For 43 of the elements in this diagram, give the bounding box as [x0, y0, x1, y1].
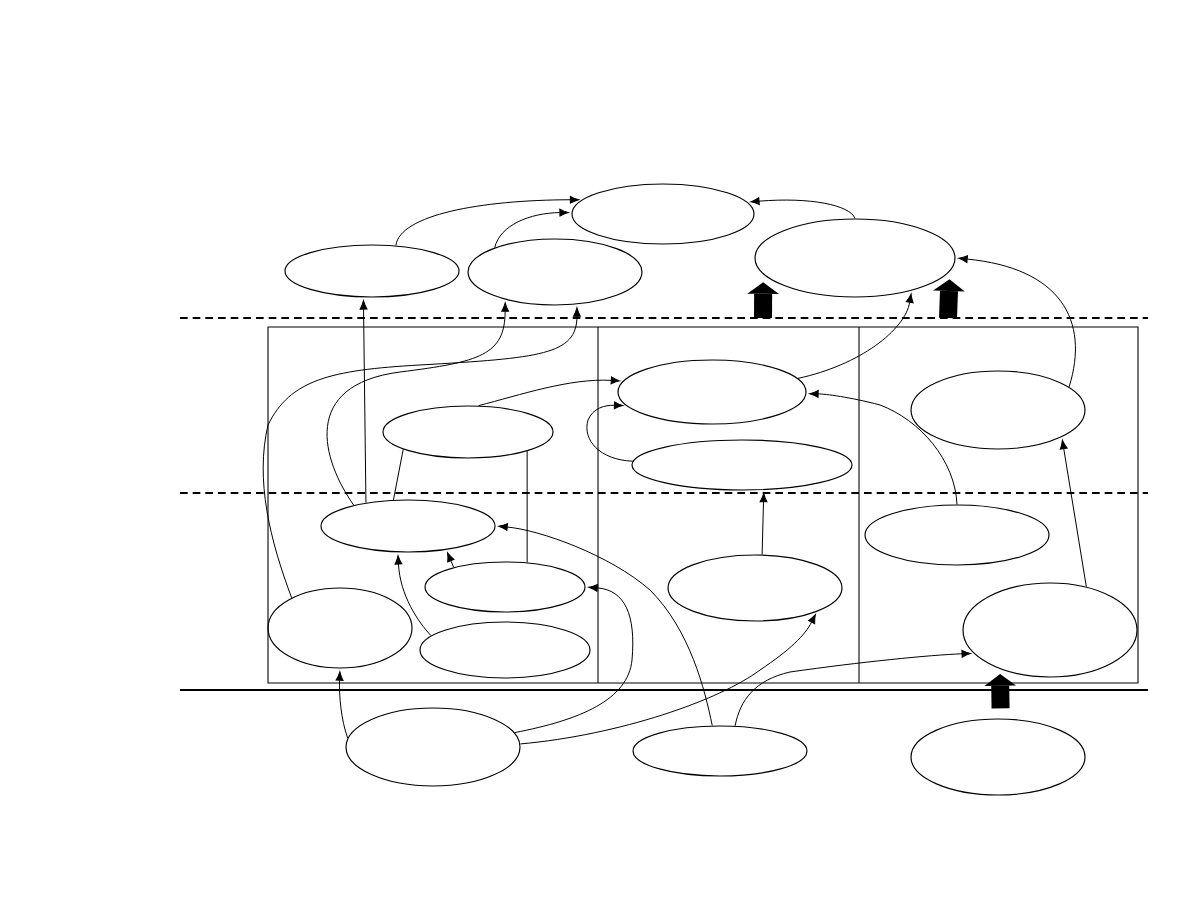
block-arrow — [984, 674, 1017, 709]
ellipse — [754, 218, 956, 298]
ellipse — [267, 587, 413, 669]
arrow — [326, 302, 510, 506]
arrow — [359, 300, 368, 504]
connector-line — [393, 448, 404, 501]
arrow — [514, 583, 634, 734]
arrow — [750, 197, 856, 219]
ellipse — [864, 504, 1050, 566]
ellipse — [320, 499, 496, 553]
arrow — [797, 293, 914, 379]
arrow — [478, 376, 621, 407]
ellipse — [632, 725, 808, 777]
ellipse — [667, 554, 843, 622]
arrow — [759, 492, 768, 556]
ellipse — [910, 370, 1086, 450]
ellipse — [910, 718, 1086, 796]
ellipse — [284, 244, 460, 298]
ellipse — [345, 707, 521, 787]
arrow — [586, 401, 634, 462]
ellipse — [424, 561, 586, 613]
ellipse — [467, 238, 643, 306]
arrow — [498, 523, 713, 726]
arrow — [734, 649, 971, 727]
ellipse — [617, 359, 807, 425]
ellipse — [571, 183, 755, 245]
block-arrow — [933, 279, 965, 319]
arrow — [1059, 439, 1087, 588]
block-arrow — [747, 282, 779, 319]
arrow — [447, 552, 455, 568]
arrow — [494, 208, 569, 249]
ellipse — [631, 439, 853, 491]
ellipse — [419, 621, 591, 679]
arrow — [394, 555, 432, 637]
arrow — [335, 671, 349, 739]
arrow — [519, 614, 816, 745]
arrow — [958, 255, 1076, 388]
arrow — [395, 195, 580, 246]
arrow — [262, 307, 581, 599]
ellipse — [962, 582, 1138, 678]
ellipse — [382, 405, 554, 459]
arrow — [809, 389, 958, 505]
connector-line — [526, 450, 528, 563]
